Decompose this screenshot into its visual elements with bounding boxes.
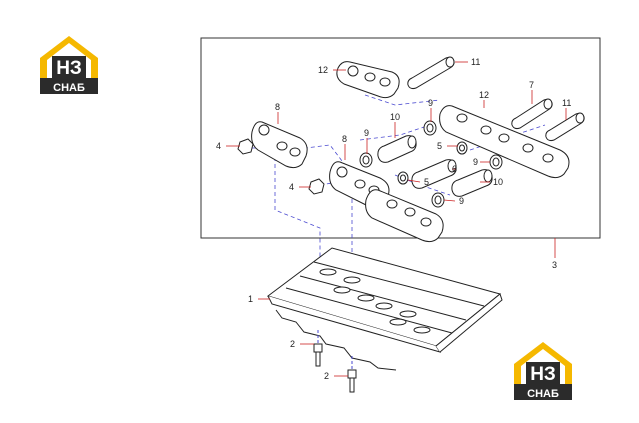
callout-8-left: 8 xyxy=(275,102,280,112)
track-shoe-plates xyxy=(266,247,503,371)
callout-3: 3 xyxy=(552,260,557,270)
track-link-8-left xyxy=(251,121,308,169)
logo-top-text: НЗ xyxy=(56,58,82,79)
spacer-9-right xyxy=(489,154,503,170)
callout-9-mid: 9 xyxy=(364,128,369,138)
seal-5-upper xyxy=(456,141,468,155)
track-link-12-right xyxy=(439,105,570,179)
bushing-6 xyxy=(411,159,457,189)
track-link-12-top xyxy=(336,61,400,99)
diagram-group: 12 11 8 4 4 8 9 10 9 12 7 11 5 6 9 5 10 … xyxy=(200,37,601,393)
callout-9-right: 9 xyxy=(473,157,478,167)
callout-5-lower: 5 xyxy=(424,177,429,187)
seal-5-lower xyxy=(397,171,409,185)
callout-11-top: 11 xyxy=(471,57,480,67)
logo-bottom-text: СНАБ xyxy=(53,82,85,94)
callout-6: 6 xyxy=(452,164,457,174)
callout-12-right: 12 xyxy=(479,90,489,100)
leader-lines xyxy=(226,61,567,377)
pin-11-right xyxy=(545,112,585,142)
nut-4-lower xyxy=(308,178,325,195)
callout-1: 1 xyxy=(248,294,253,304)
nut-4-left xyxy=(237,138,254,155)
pin-7-right xyxy=(511,98,553,130)
callout-labels: 12 11 8 4 4 8 9 10 9 12 7 11 5 6 9 5 10 … xyxy=(216,57,571,381)
spacer-9-mid xyxy=(359,152,373,168)
bolt-2-right xyxy=(317,330,357,393)
callout-4-left: 4 xyxy=(216,141,221,151)
bushing-10-lower xyxy=(451,169,493,197)
callout-11-right: 11 xyxy=(562,98,571,108)
logo-top-text: НЗ xyxy=(530,364,556,385)
callout-2-left: 2 xyxy=(290,339,295,349)
callout-12-top: 12 xyxy=(318,65,328,75)
track-link-lower xyxy=(365,189,444,243)
logo-top-left: НЗ СНАБ xyxy=(40,36,98,94)
logo-bottom-right: НЗ СНАБ xyxy=(514,342,572,400)
logo-bottom-text: СНАБ xyxy=(527,388,559,400)
callout-4-lower: 4 xyxy=(289,182,294,192)
spacer-9-top xyxy=(423,120,437,136)
callout-7: 7 xyxy=(529,80,534,90)
callout-8-center: 8 xyxy=(342,134,347,144)
callout-9-bottom: 9 xyxy=(459,196,464,206)
bushing-10-top xyxy=(377,135,417,163)
callout-9-top: 9 xyxy=(428,98,433,108)
spacer-9-bottom xyxy=(431,192,445,208)
pin-11-top xyxy=(407,56,455,90)
callout-2-right: 2 xyxy=(324,371,329,381)
bolt-2-left xyxy=(313,343,323,367)
callout-5-upper: 5 xyxy=(437,141,442,151)
callout-10-lower: 10 xyxy=(493,177,503,187)
callout-10-top: 10 xyxy=(390,112,400,122)
assembly-frame xyxy=(200,37,601,239)
